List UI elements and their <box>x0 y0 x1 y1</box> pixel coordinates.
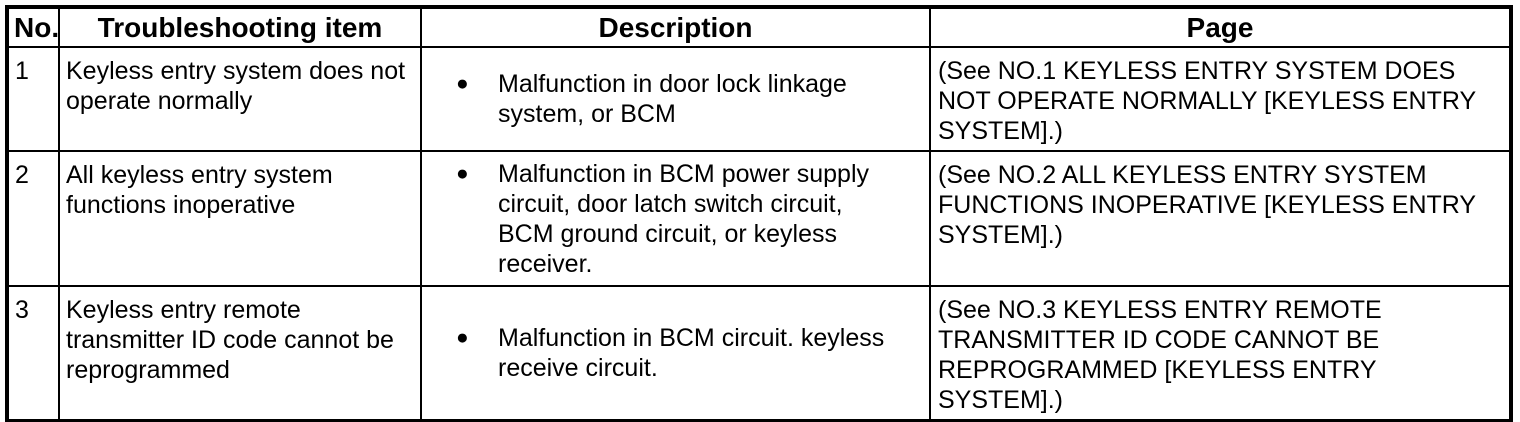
document-page: No. Troubleshooting item Description Pag… <box>0 5 1520 422</box>
page-reference-cell: (See NO.1 KEYLESS ENTRY SYSTEM DOES NOT … <box>929 46 1512 152</box>
troubleshooting-item-cell: Keyless entry system does not operate no… <box>58 46 422 152</box>
description-bullet-item: ● Malfunction in BCM circuit. keyless re… <box>423 323 921 383</box>
troubleshooting-item-cell: Keyless entry remote transmitter ID code… <box>58 285 422 422</box>
col-header-page: Page <box>929 6 1512 48</box>
col-header-description: Description <box>420 6 931 48</box>
bullet-icon: ● <box>456 72 469 95</box>
bullet-icon: ● <box>456 326 469 349</box>
table-row: 2 All keyless entry system functions ino… <box>6 150 1512 287</box>
table-row: 3 Keyless entry remote transmitter ID co… <box>6 285 1512 422</box>
description-text: Malfunction in BCM power supply circuit,… <box>498 159 869 278</box>
description-cell: ● Malfunction in door lock linkage syste… <box>420 46 931 152</box>
bullet-icon: ● <box>456 161 469 185</box>
table-row: 1 Keyless entry system does not operate … <box>6 46 1512 152</box>
row-no-cell: 3 <box>6 285 60 422</box>
description-text: Malfunction in BCM circuit. keyless rece… <box>498 324 885 382</box>
page-reference-cell: (See NO.2 ALL KEYLESS ENTRY SYSTEM FUNCT… <box>929 150 1512 287</box>
troubleshooting-item-cell: All keyless entry system functions inope… <box>58 150 422 287</box>
description-bullet-item: ● Malfunction in BCM power supply circui… <box>423 159 921 279</box>
col-header-no: No. <box>6 6 60 48</box>
col-header-troubleshooting-item: Troubleshooting item <box>58 6 422 48</box>
description-cell: ● Malfunction in BCM circuit. keyless re… <box>420 285 931 422</box>
description-bullet-item: ● Malfunction in door lock linkage syste… <box>423 69 921 129</box>
header-row: No. Troubleshooting item Description Pag… <box>6 6 1512 48</box>
page-reference-cell: (See NO.3 KEYLESS ENTRY REMOTE TRANSMITT… <box>929 285 1512 422</box>
description-text: Malfunction in door lock linkage system,… <box>498 70 847 128</box>
description-cell: ● Malfunction in BCM power supply circui… <box>420 150 931 287</box>
row-no-cell: 2 <box>6 150 60 287</box>
row-no-cell: 1 <box>6 46 60 152</box>
troubleshooting-table: No. Troubleshooting item Description Pag… <box>5 5 1513 422</box>
